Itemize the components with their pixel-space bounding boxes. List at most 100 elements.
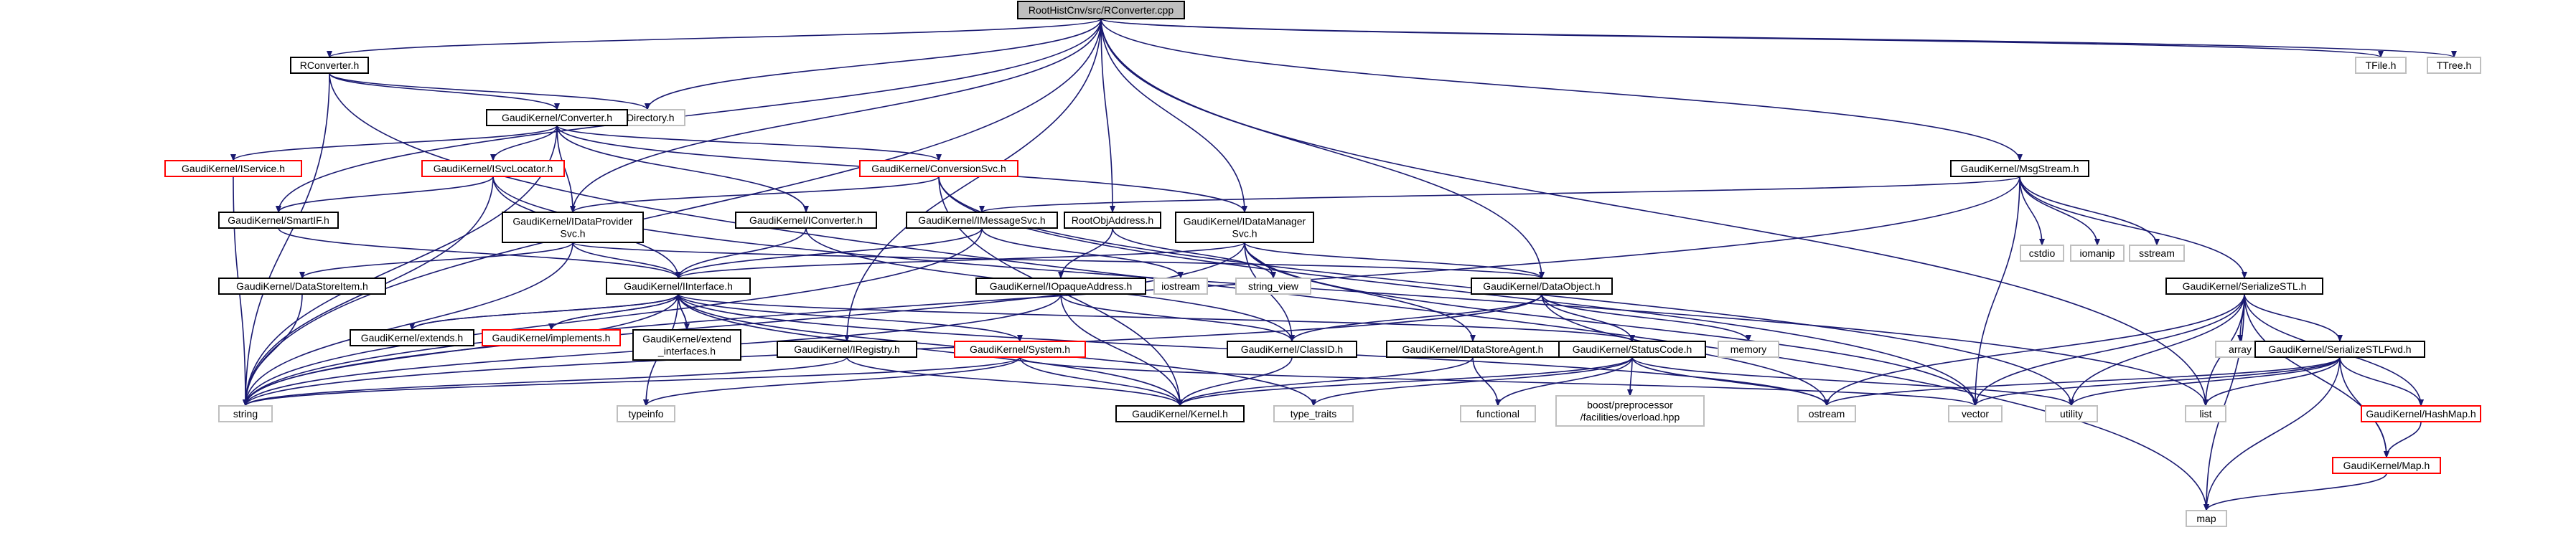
node-kernel[interactable]: GaudiKernel/Kernel.h: [1115, 405, 1245, 422]
node-iconverter[interactable]: GaudiKernel/IConverter.h: [735, 212, 877, 229]
edge-arrow: [1100, 18, 1115, 213]
edge-arrow: [570, 18, 1102, 213]
edge-msgstream-to-cstdio: [2019, 176, 2045, 246]
node-box: [632, 329, 741, 361]
edge-iopaqueaddress-to-classid: [1060, 293, 1295, 342]
edge-arrow: [1100, 18, 2457, 58]
node-serializestl[interactable]: GaudiKernel/SerializeSTL.h: [2165, 278, 2323, 295]
node-type_traits[interactable]: type_traits: [1273, 405, 1354, 422]
node-iostream[interactable]: iostream: [1153, 278, 1208, 295]
node-system[interactable]: GaudiKernel/System.h: [954, 341, 1086, 358]
node-vector[interactable]: vector: [1948, 405, 2003, 422]
node-iregistry[interactable]: GaudiKernel/IRegistry.h: [777, 341, 917, 358]
node-box: [1175, 212, 1314, 243]
edge-arrow: [551, 293, 681, 331]
node-conversionsvc[interactable]: GaudiKernel/ConversionSvc.h: [859, 160, 1018, 177]
node-label: list: [2199, 408, 2211, 420]
edge-msgstream-to-serializestl: [2019, 176, 2247, 279]
node-sstream[interactable]: sstream: [2129, 245, 2185, 262]
edge-arrow: [2019, 176, 2160, 246]
edge-arrow: [1244, 242, 1276, 279]
node-label: GaudiKernel/ClassID.h: [1241, 344, 1343, 355]
edge-arrow: [1631, 356, 1830, 407]
edge-arrow: [243, 242, 573, 407]
edge-implements-to-iinterface: [551, 293, 681, 331]
node-label: GaudiKernel/SerializeSTL.h: [2183, 280, 2307, 292]
node-label: GaudiKernel/MsgStream.h: [1961, 163, 2079, 174]
node-root[interactable]: RootHistCnv/src/RConverter.cpp: [1017, 1, 1185, 19]
node-iomanip[interactable]: iomanip: [2070, 245, 2125, 262]
node-implements[interactable]: GaudiKernel/implements.h: [482, 329, 621, 346]
node-ttree[interactable]: TTree.h: [2427, 57, 2481, 74]
node-rconverter[interactable]: RConverter.h: [290, 57, 369, 74]
node-memory[interactable]: memory: [1718, 341, 1779, 358]
edge-arrow: [979, 176, 2020, 213]
node-classid[interactable]: GaudiKernel/ClassID.h: [1227, 341, 1357, 358]
node-functional[interactable]: functional: [1460, 405, 1536, 422]
node-label: string: [233, 408, 258, 420]
node-label: type_traits: [1291, 408, 1337, 420]
node-label: GaudiKernel/IDataProvider: [512, 216, 633, 227]
node-label: RootHistCnv/src/RConverter.cpp: [1029, 4, 1174, 16]
node-dataobject[interactable]: GaudiKernel/DataObject.h: [1471, 278, 1613, 295]
edge-arrow: [2019, 176, 2247, 279]
node-list[interactable]: list: [2185, 405, 2226, 422]
node-datastoreitem[interactable]: GaudiKernel/DataStoreItem.h: [218, 278, 386, 295]
edge-msgstream-to-vector: [1972, 176, 2020, 407]
node-iinterface[interactable]: GaudiKernel/IInterface.h: [606, 278, 751, 295]
node-label: ostream: [1809, 408, 1845, 420]
node-label: functional: [1476, 408, 1519, 420]
node-converter[interactable]: GaudiKernel/Converter.h: [486, 109, 628, 126]
edge-iinterface-to-kernel: [678, 293, 1183, 407]
edge-system-to-vector: [1019, 356, 1978, 407]
node-label: GaudiKernel/IConverter.h: [749, 214, 863, 226]
node-smartif[interactable]: GaudiKernel/SmartIF.h: [218, 212, 339, 229]
node-rootobjaddress[interactable]: RootObjAddress.h: [1064, 212, 1161, 229]
node-extend_interfaces[interactable]: GaudiKernel/extend_interfaces.h: [632, 329, 741, 361]
node-extends[interactable]: GaudiKernel/extends.h: [350, 329, 474, 346]
node-serializestlfwd[interactable]: GaudiKernel/SerializeSTLFwd.h: [2254, 341, 2425, 358]
edge-arrow: [1495, 356, 1633, 407]
node-label: cstdio: [2029, 247, 2056, 259]
node-iopaqueaddress[interactable]: GaudiKernel/IOpaqueAddress.h: [975, 278, 1146, 295]
node-ostream[interactable]: ostream: [1797, 405, 1856, 422]
node-tdirectory[interactable]: TDirectory.h: [609, 109, 685, 126]
node-string[interactable]: string: [218, 405, 273, 422]
node-isvclocator[interactable]: GaudiKernel/ISvcLocator.h: [421, 160, 565, 177]
node-hashmap[interactable]: GaudiKernel/HashMap.h: [2361, 405, 2481, 422]
edge-serializestl-to-ostream: [1824, 293, 2245, 407]
node-string_view[interactable]: string_view: [1235, 278, 1311, 295]
node-map[interactable]: map: [2186, 510, 2227, 527]
node-idatastoreagent[interactable]: GaudiKernel/IDataStoreAgent.h: [1386, 341, 1560, 358]
node-cstdio[interactable]: cstdio: [2020, 245, 2064, 262]
node-box: [1227, 341, 1357, 358]
edge-arrow: [675, 227, 807, 279]
node-label: GaudiKernel/SerializeSTLFwd.h: [2268, 344, 2411, 355]
node-iservice[interactable]: GaudiKernel/IService.h: [164, 160, 302, 177]
node-tfile[interactable]: TFile.h: [2355, 57, 2407, 74]
node-statuscode[interactable]: GaudiKernel/StatusCode.h: [1558, 341, 1706, 358]
node-label: RConverter.h: [300, 60, 359, 71]
edge-arrow: [1100, 18, 2209, 407]
node-overload[interactable]: boost/preprocessor/facilities/overload.h…: [1555, 395, 1705, 427]
node-label: GaudiKernel/DataStoreItem.h: [236, 280, 368, 292]
node-imessagesvc[interactable]: GaudiKernel/IMessageSvc.h: [906, 212, 1058, 229]
edge-serializestl-to-utility: [2069, 293, 2245, 407]
edge-rootobjaddress-to-iopaqueaddress: [1058, 227, 1113, 279]
edges-layer: [230, 18, 2457, 511]
node-utility[interactable]: utility: [2045, 405, 2098, 422]
edge-map_h-to-map: [2203, 473, 2387, 511]
node-map_h[interactable]: GaudiKernel/Map.h: [2332, 457, 2441, 474]
edge-arrow: [675, 242, 1245, 279]
edge-statuscode-to-ostream: [1631, 356, 1830, 407]
edge-idataprovider-to-string: [243, 242, 573, 407]
edge-arrow: [645, 18, 1102, 110]
node-label: GaudiKernel/Map.h: [2343, 460, 2430, 471]
node-typeinfo[interactable]: typeinfo: [617, 405, 675, 422]
node-msgstream[interactable]: GaudiKernel/MsgStream.h: [1950, 160, 2089, 177]
edge-root-to-smartif: [276, 18, 1102, 213]
edge-iregistry-to-kernel: [846, 356, 1183, 407]
node-label: TFile.h: [2366, 60, 2397, 71]
